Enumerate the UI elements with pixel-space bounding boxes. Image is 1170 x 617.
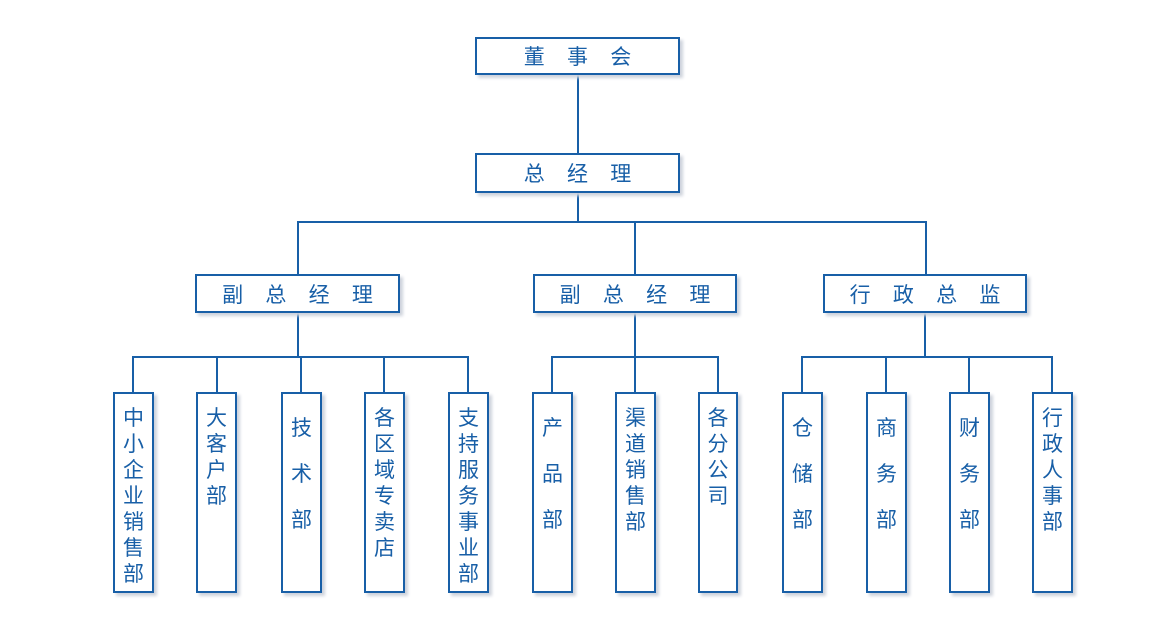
node-deputy-gm-2: 副总经理	[533, 274, 737, 313]
dept-commerce: 商务部	[866, 392, 907, 593]
dept-regional-stores: 各区域专卖店	[364, 392, 405, 593]
dept-channel-sales: 渠道销售部	[615, 392, 656, 593]
dept-sme-sales: 中小企业销售部	[113, 392, 154, 593]
node-label: 财务部	[959, 416, 980, 532]
dept-key-accounts: 大客户部	[196, 392, 237, 593]
node-label: 仓储部	[792, 416, 813, 532]
node-board-of-directors: 董事会	[475, 37, 680, 75]
node-label: 董事会	[523, 45, 654, 69]
node-general-manager: 总经理	[475, 153, 680, 193]
node-label: 技术部	[291, 416, 312, 532]
node-label: 行政总监	[849, 282, 1023, 307]
node-label: 商务部	[876, 416, 897, 532]
node-label: 渠道销售部	[625, 406, 646, 534]
node-label: 大客户部	[206, 406, 227, 508]
node-label: 各区域专卖店	[374, 406, 395, 560]
dept-admin-hr: 行政人事部	[1032, 392, 1073, 593]
dept-finance: 财务部	[949, 392, 990, 593]
node-label: 各分公司	[707, 406, 729, 508]
dept-product: 产品部	[532, 392, 573, 593]
node-label: 副总经理	[559, 282, 733, 307]
node-label: 行政人事部	[1042, 406, 1063, 534]
node-admin-director: 行政总监	[823, 274, 1027, 313]
dept-warehouse: 仓储部	[782, 392, 823, 593]
dept-branch-companies: 各分公司	[698, 392, 738, 593]
node-label: 副总经理	[222, 282, 396, 307]
node-label: 总经理	[523, 162, 654, 186]
node-label: 中小企业销售部	[123, 406, 144, 586]
dept-support-services: 支持服务事业部	[448, 392, 489, 593]
node-label: 产品部	[542, 416, 563, 532]
node-label: 支持服务事业部	[458, 406, 479, 586]
node-deputy-gm-1: 副总经理	[195, 274, 400, 313]
dept-technology: 技术部	[281, 392, 322, 593]
